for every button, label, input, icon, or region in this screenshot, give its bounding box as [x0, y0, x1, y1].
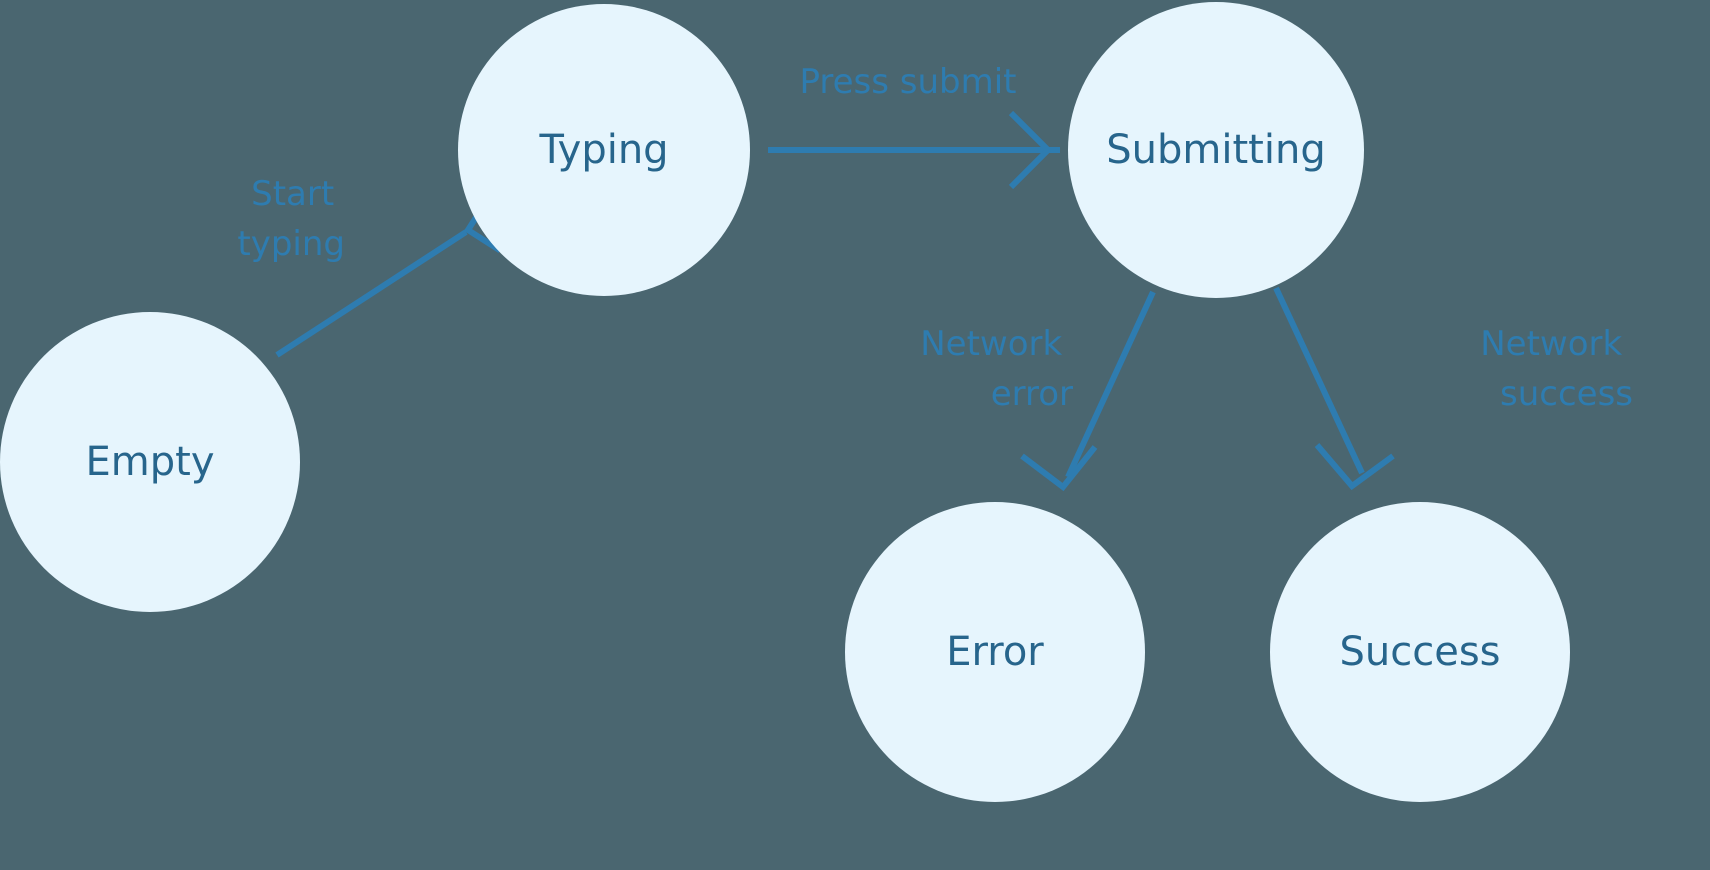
node-label-submitting: Submitting: [1106, 127, 1325, 173]
node-label-typing: Typing: [538, 127, 668, 173]
edge-label-empty-to-typing: Start typing: [237, 174, 345, 264]
edge-submitting-to-error: [1020, 290, 1156, 492]
node-label-error: Error: [946, 629, 1044, 675]
node-circle-error[interactable]: [845, 502, 1145, 802]
arrowhead-submitting-to-success: [1314, 443, 1395, 491]
node-submitting[interactable]: Submitting: [1068, 2, 1364, 298]
edge-label-submitting-to-error: Network error: [920, 324, 1073, 414]
node-error[interactable]: Error: [845, 502, 1145, 802]
edge-typing-to-submitting: [768, 110, 1060, 190]
edge-line-submitting-to-error: [1065, 290, 1156, 479]
edge-label-typing-to-submitting: Press submit: [799, 62, 1016, 102]
node-label-success: Success: [1339, 629, 1500, 675]
node-circle-typing[interactable]: [458, 4, 750, 296]
edge-line-empty-to-typing: [275, 229, 468, 358]
edge-line-submitting-to-success: [1273, 286, 1365, 475]
node-empty[interactable]: Empty: [0, 312, 300, 612]
node-label-empty: Empty: [86, 439, 215, 485]
node-circle-submitting[interactable]: [1068, 2, 1364, 298]
edge-label-submitting-to-success: Network success: [1480, 324, 1633, 414]
node-success[interactable]: Success: [1270, 502, 1570, 802]
node-typing[interactable]: Typing: [458, 4, 750, 296]
node-circle-success[interactable]: [1270, 502, 1570, 802]
arrowhead-submitting-to-error: [1020, 445, 1098, 492]
node-circle-empty[interactable]: [0, 312, 300, 612]
edge-submitting-to-success: [1273, 286, 1395, 491]
arrowhead-typing-to-submitting: [1008, 110, 1053, 190]
